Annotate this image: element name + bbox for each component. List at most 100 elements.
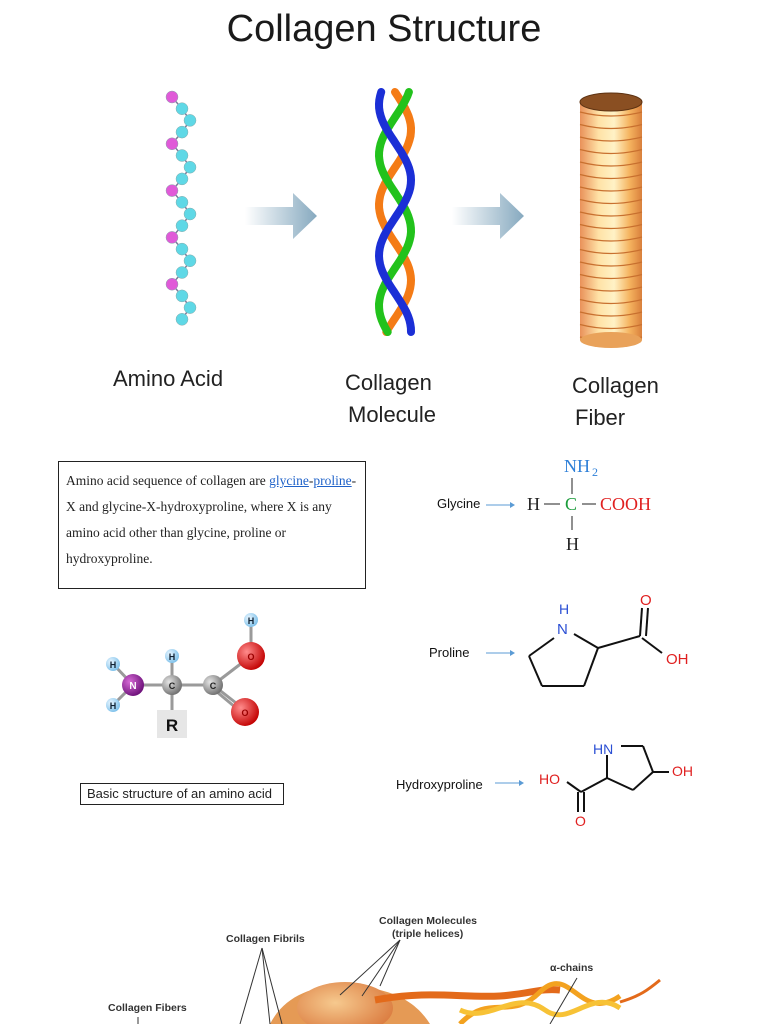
- dash-text: -: [308, 473, 314, 488]
- collagen-fiber-illustration: [579, 92, 643, 348]
- proline-n: N: [557, 621, 568, 638]
- fiber-band: [579, 111, 643, 117]
- right-arrow-icon: [452, 193, 524, 239]
- glycine-cooh: COOH: [600, 494, 651, 514]
- atom-h-label: H: [169, 652, 176, 662]
- glycine-c: C: [565, 494, 577, 514]
- amino-acid-bead: [165, 231, 179, 244]
- glycine-h-left: H: [527, 494, 540, 514]
- fiber-band: [579, 123, 643, 130]
- helix-strand: [374, 88, 416, 336]
- amino-acid-bead: [175, 219, 189, 232]
- amino-acid-bead: [165, 277, 179, 291]
- glycine-label: Glycine: [437, 496, 481, 511]
- small-arrow-icon: [495, 780, 524, 786]
- amino-acid-bead: [175, 289, 189, 303]
- fiber-band: [579, 198, 643, 205]
- small-arrow-icon: [486, 650, 515, 656]
- atom-c-label: C: [210, 681, 217, 691]
- fiber-band: [579, 161, 643, 167]
- hyp-ho: HO: [539, 771, 560, 787]
- sequence-text-part1: Amino acid sequence of collagen are: [66, 473, 270, 488]
- atom-h-label: H: [110, 660, 117, 670]
- amino-acid-bead: [175, 172, 189, 186]
- amino-acid-bead: [175, 102, 189, 115]
- fiber-band: [579, 286, 643, 292]
- atom-h-label: H: [110, 701, 117, 711]
- alpha-chains-label: α-chains: [550, 962, 593, 974]
- fiber-band: [579, 236, 643, 242]
- amino-acid-bead: [175, 125, 189, 139]
- amino-acid-bead: [183, 254, 197, 268]
- amino-acid-bead: [165, 184, 179, 197]
- page-title: Collagen Structure: [226, 8, 542, 50]
- proline-h: H: [559, 601, 569, 617]
- collagen-fiber-label: Collagen Fiber: [572, 370, 659, 434]
- amino-acid-bead: [175, 196, 189, 209]
- amino-acid-ball-stick-model: R H H H H N C C O O: [106, 613, 265, 738]
- amino-acid-bead: [183, 114, 197, 127]
- hyp-o: O: [575, 813, 586, 829]
- fiber-band: [579, 148, 643, 155]
- proline-structure: H N O OH: [528, 592, 689, 687]
- glycine-nh2-subscript: 2: [592, 465, 598, 479]
- collagen-fibrils-label: Collagen Fibrils: [226, 933, 305, 945]
- fiber-band: [579, 211, 643, 217]
- fiber-band: [579, 311, 643, 317]
- small-arrow-icon: [486, 502, 515, 508]
- amino-acid-bead: [175, 313, 189, 326]
- amino-acid-bead: [183, 207, 197, 221]
- hyp-hn: HN: [593, 741, 613, 757]
- sequence-description-box: Amino acid sequence of collagen are glyc…: [58, 461, 366, 589]
- proline-link[interactable]: proline: [313, 473, 352, 488]
- atom-c-label: C: [169, 681, 176, 691]
- glycine-h-bottom: H: [566, 534, 579, 554]
- proline-o: O: [640, 592, 652, 609]
- glycine-link[interactable]: glycine: [269, 473, 309, 488]
- fiber-band: [579, 186, 643, 192]
- collagen-fibers-label: Collagen Fibers: [108, 1002, 187, 1014]
- amino-acid-caption: Basic structure of an amino acid: [80, 783, 284, 805]
- r-group-box: [157, 710, 187, 738]
- fiber-band: [579, 223, 643, 230]
- collagen-molecule-label-line2: Molecule: [348, 402, 437, 427]
- atom-o-label: O: [247, 652, 254, 662]
- hydroxyproline-structure: HN OH HO O: [539, 741, 693, 829]
- amino-acid-chain-illustration: [165, 90, 197, 326]
- fiber-band: [579, 173, 643, 180]
- helix-strand: [374, 88, 416, 336]
- r-group-label: R: [166, 716, 178, 735]
- fiber-band: [579, 136, 643, 142]
- atom-h-label: H: [248, 616, 255, 626]
- sequence-text-part2: -X and glycine-X-hydroxyproline, where X…: [66, 473, 357, 566]
- amino-acid-label: Amino Acid: [113, 366, 224, 391]
- atom-n-label: N: [129, 681, 136, 692]
- collagen-molecules-label: Collagen Molecules: [379, 915, 477, 927]
- fiber-band: [579, 323, 643, 330]
- amino-acid-bead: [165, 90, 179, 104]
- amino-acid-bead: [175, 242, 189, 256]
- collagen-molecule-label-line1: Collagen: [345, 370, 432, 395]
- atom-o-label: O: [241, 708, 248, 718]
- collagen-molecule-label: Collagen Molecule: [345, 367, 436, 431]
- hyp-oh: OH: [672, 763, 693, 779]
- amino-acid-bead: [165, 137, 179, 151]
- proline-label: Proline: [429, 645, 470, 660]
- glycine-nh2: NH: [564, 456, 590, 476]
- hydroxyproline-label: Hydroxyproline: [396, 777, 483, 792]
- collagen-fiber-label-line2: Fiber: [575, 405, 626, 430]
- triple-helices-label: (triple helices): [392, 928, 463, 940]
- proline-oh: OH: [666, 651, 689, 668]
- glycine-structure: NH 2 H C COOH H: [527, 456, 651, 554]
- collagen-hierarchy-diagram: Collagen Fibrils Collagen Molecules (tri…: [108, 915, 661, 1024]
- amino-acid-bead: [183, 301, 197, 314]
- fiber-band: [579, 261, 643, 267]
- fiber-band: [579, 273, 643, 280]
- fiber-band: [579, 298, 643, 305]
- collagen-fiber-label-line1: Collagen: [572, 373, 659, 398]
- fiber-band: [579, 248, 643, 255]
- right-arrow-icon: [245, 193, 317, 239]
- fiber-top: [579, 92, 643, 112]
- collagen-triple-helix-illustration: [374, 88, 416, 336]
- amino-acid-bead: [175, 149, 189, 162]
